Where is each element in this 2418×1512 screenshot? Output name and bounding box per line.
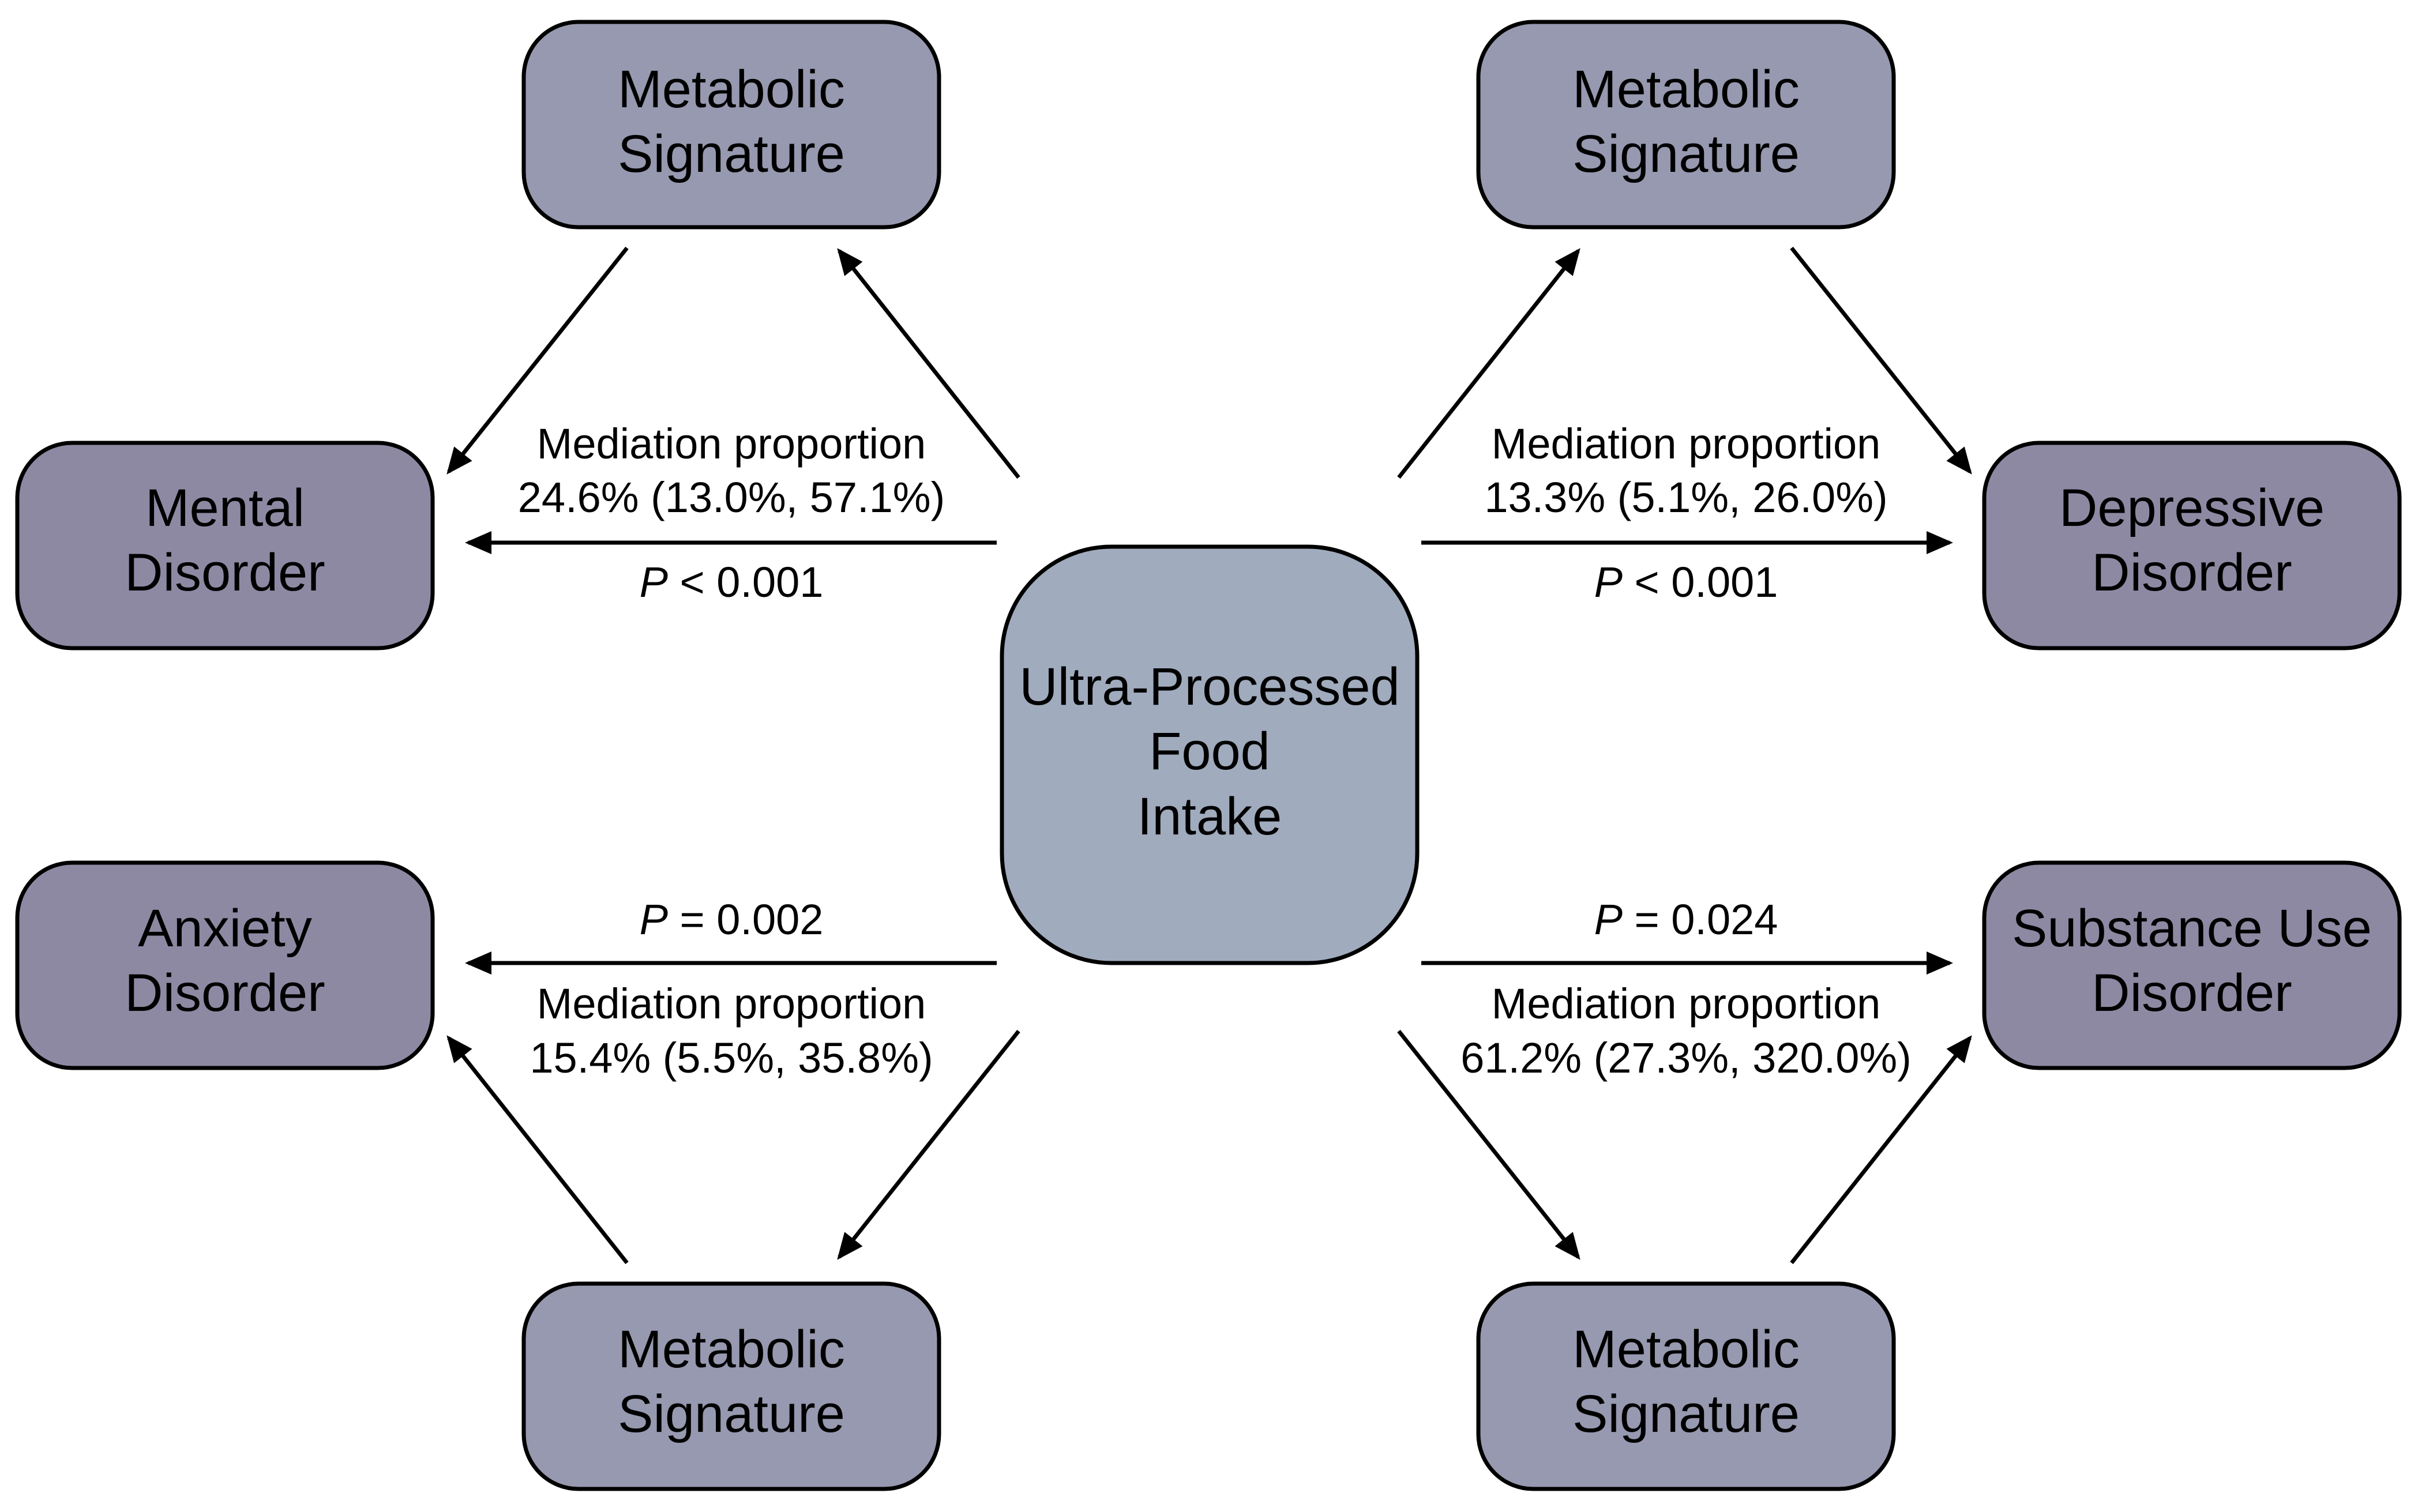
mediation-proportion-value: 24.6% (13.0%, 57.1%) <box>518 473 945 521</box>
metabolic-signature-box <box>521 1281 941 1491</box>
metabolic-label-line-1: Metabolic <box>1572 1320 1800 1379</box>
metabolic-label-line-2: Signature <box>1572 1385 1800 1443</box>
outcome-label-line-2: Disorder <box>125 964 325 1022</box>
mediation-proportion-label: Mediation proportion <box>1492 980 1881 1028</box>
mediation-proportion-label: Mediation proportion <box>537 420 926 468</box>
mediation-proportion-label: Mediation proportion <box>537 980 926 1028</box>
metabolic-label-line-2: Signature <box>618 1385 845 1443</box>
outcome-label-line-1: Anxiety <box>138 899 312 958</box>
outcome-label-line-2: Disorder <box>2092 964 2292 1022</box>
p-symbol: P <box>1594 896 1623 943</box>
substance-use-disorder-box <box>1982 860 2402 1070</box>
anxiety-disorder-box <box>15 860 435 1070</box>
panel-substance-use-disorder: Substance Use Disorder Metabolic Signatu… <box>1460 860 2402 1491</box>
metabolic-signature-box <box>1476 1281 1896 1491</box>
outcome-label-line-1: Substance Use <box>2012 899 2372 958</box>
p-symbol: P <box>640 558 668 606</box>
metabolic-label-line-2: Signature <box>1572 125 1800 183</box>
p-value-text: = 0.002 <box>668 896 824 943</box>
mediation-proportion-value: 13.3% (5.1%, 26.0%) <box>1484 473 1887 521</box>
metabolic-label-line-1: Metabolic <box>1572 60 1800 119</box>
arrow-metabolic-to-substance <box>1790 1035 1972 1265</box>
metabolic-label-line-1: Metabolic <box>618 1320 845 1379</box>
mediation-proportion-value: 15.4% (5.5%, 35.8%) <box>530 1034 933 1082</box>
arrow-upf-to-metabolic-bottom-left <box>837 1029 1020 1260</box>
p-value: P < 0.001 <box>1594 558 1778 606</box>
panel-mental-disorder: Metabolic Signature Mental Disorder Medi… <box>15 20 945 650</box>
p-symbol: P <box>1594 558 1623 606</box>
outcome-label-line-2: Disorder <box>125 543 325 602</box>
p-value: P < 0.001 <box>640 558 824 606</box>
p-value-text: < 0.001 <box>668 558 824 606</box>
metabolic-signature-box <box>1476 20 1896 230</box>
depressive-disorder-box <box>1982 441 2402 650</box>
center-label-line-2: Food <box>1149 722 1270 781</box>
mental-disorder-box <box>15 441 435 650</box>
arrow-metabolic-to-anxiety <box>446 1035 629 1265</box>
panel-depressive-disorder: Metabolic Signature Depressive Disorder … <box>1476 20 2402 650</box>
p-symbol: P <box>640 896 668 943</box>
node-ultra-processed-food-intake: Ultra-Processed Food Intake <box>1000 544 1420 965</box>
p-value-text: = 0.024 <box>1623 896 1778 943</box>
metabolic-label-line-2: Signature <box>618 125 845 183</box>
center-box <box>1000 544 1420 965</box>
center-label-line-3: Intake <box>1137 787 1282 846</box>
arrow-upf-to-metabolic-top-right <box>1397 248 1580 479</box>
p-value-text: < 0.001 <box>1623 558 1778 606</box>
outcome-label-line-2: Disorder <box>2092 543 2292 602</box>
p-value: P = 0.002 <box>640 896 824 943</box>
p-value: P = 0.024 <box>1594 896 1778 943</box>
arrow-metabolic-to-depressive <box>1790 246 1972 475</box>
outcome-label-line-1: Mental <box>145 479 305 537</box>
mediation-proportion-label: Mediation proportion <box>1492 420 1881 468</box>
mediation-proportion-value: 61.2% (27.3%, 320.0%) <box>1460 1034 1912 1082</box>
center-label-line-1: Ultra-Processed <box>1019 657 1400 716</box>
arrow-upf-to-metabolic-top-left <box>837 248 1020 479</box>
panel-anxiety-disorder: Anxiety Disorder Metabolic Signature P =… <box>15 860 941 1491</box>
arrow-upf-to-metabolic-bottom-right <box>1397 1029 1580 1260</box>
metabolic-signature-box <box>521 20 941 230</box>
arrow-mental-to-disorder <box>446 246 629 475</box>
metabolic-label-line-1: Metabolic <box>618 60 845 119</box>
outcome-label-line-1: Depressive <box>2059 479 2325 537</box>
